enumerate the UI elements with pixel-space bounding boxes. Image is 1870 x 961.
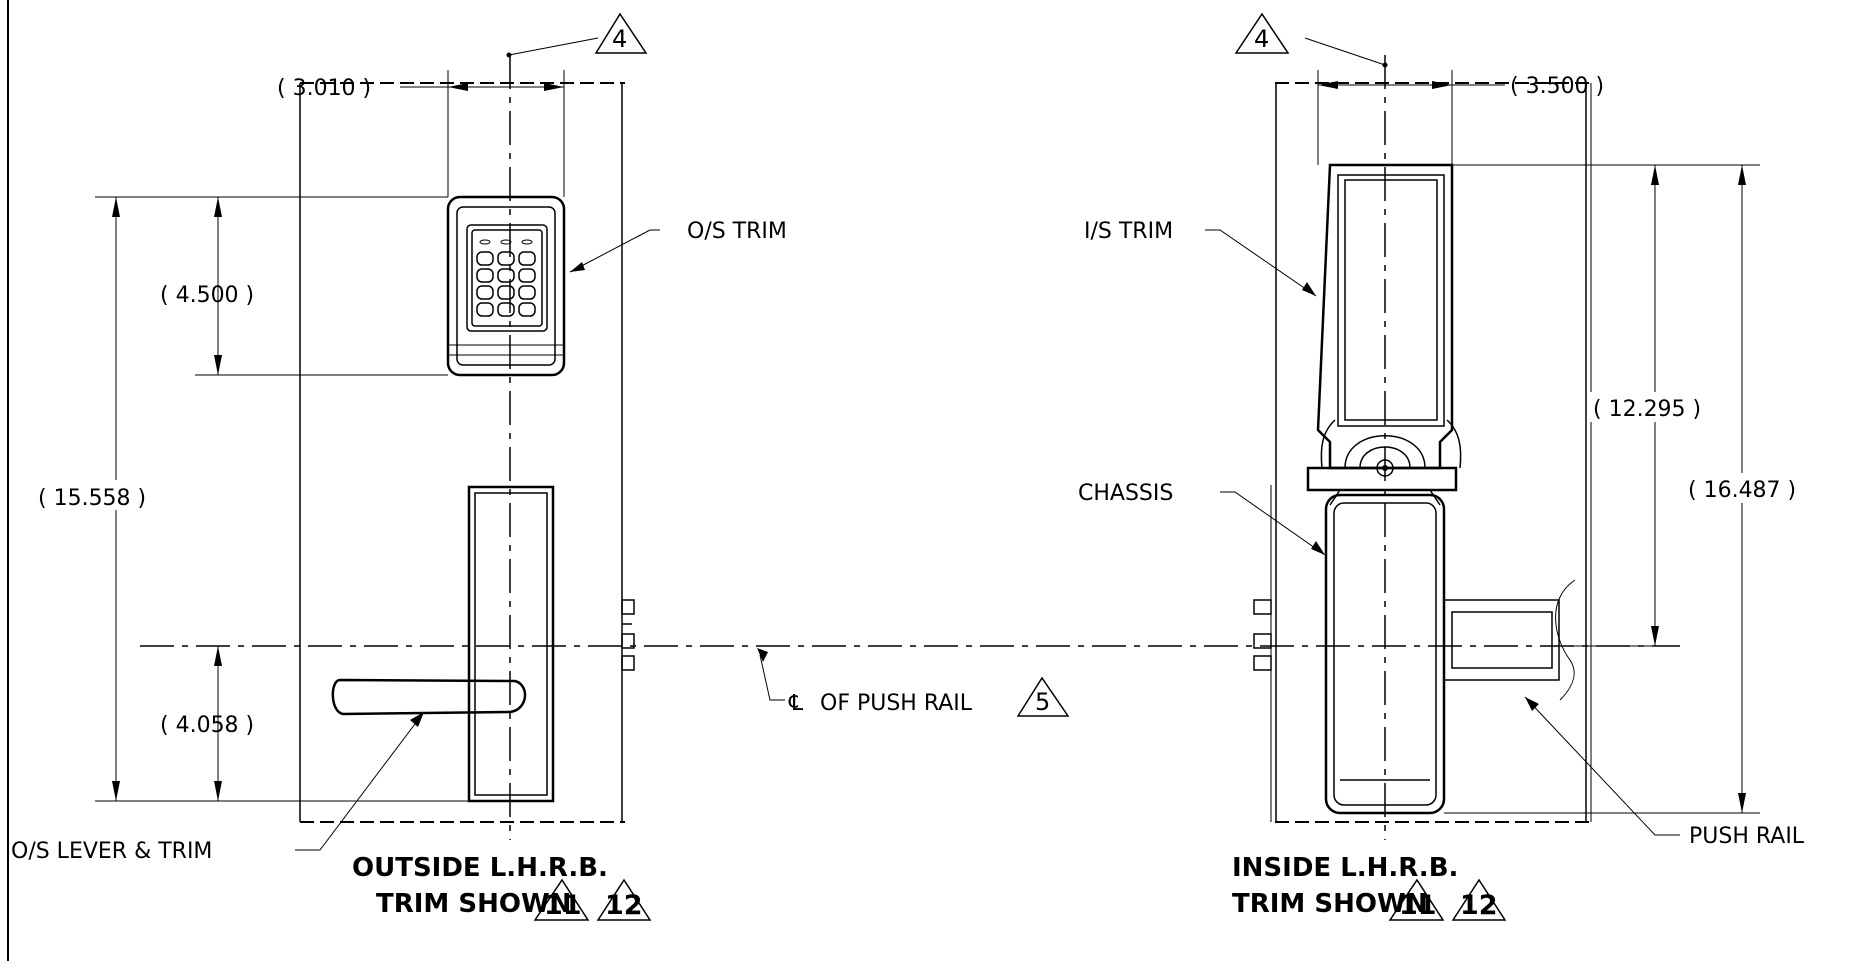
svg-text:CHASSIS: CHASSIS [1078, 481, 1173, 506]
outside-latch [621, 599, 635, 671]
inside-width-label: ( 3.500 ) [1510, 74, 1604, 99]
inside-view-title: INSIDE L.H.R.B. TRIM SHOWN 11 12 [1232, 853, 1507, 921]
svg-text:I/S TRIM: I/S TRIM [1084, 219, 1173, 244]
svg-text:12: 12 [1460, 890, 1498, 921]
outside-lever-handle [331, 678, 527, 716]
outside-trim-height-label: ( 4.500 ) [160, 283, 254, 308]
push-pad [1324, 493, 1446, 815]
outside-lever-height-dimension: ( 4.058 ) [160, 646, 254, 801]
callout-is-trim: I/S TRIM [1084, 219, 1317, 297]
svg-text:11: 11 [544, 890, 582, 921]
svg-text:12: 12 [605, 890, 643, 921]
inside-overall-dimension: ( 16.487 ) [1444, 165, 1815, 814]
svg-text:11: 11 [1399, 890, 1437, 921]
inside-upper-label: ( 12.295 ) [1593, 397, 1701, 422]
inside-latch [1253, 599, 1272, 671]
svg-text:5: 5 [1035, 688, 1050, 716]
callout-os-trim: O/S TRIM [569, 219, 787, 273]
cl-symbol: ℄ [788, 691, 804, 716]
outside-door-outline [299, 82, 625, 823]
svg-text:O/S LEVER & TRIM: O/S LEVER & TRIM [11, 839, 212, 864]
outside-trim-height-dimension: ( 4.500 ) [160, 196, 448, 376]
outside-view: ( 3.010 ) 4 ( 4.500 ) ( 15.558 ) ( [11, 12, 787, 921]
keypad-trim [446, 195, 566, 377]
outside-title-line2: TRIM SHOWN [376, 889, 571, 919]
inside-door-outline [1270, 82, 1592, 823]
outside-overall-label: ( 15.558 ) [38, 486, 146, 511]
keypad-buttons [476, 239, 536, 317]
svg-text:4: 4 [612, 25, 627, 53]
outside-view-title: OUTSIDE L.H.R.B. TRIM SHOWN 11 12 [352, 853, 652, 921]
push-rail-cl-label: OF PUSH RAIL [820, 691, 973, 716]
revision-flag-right-top: 4 [1234, 12, 1388, 68]
revision-flag-left-top: 4 [506, 12, 648, 58]
outside-width-label: ( 3.010 ) [277, 76, 371, 101]
outside-overall-dimension: ( 15.558 ) [38, 196, 469, 802]
svg-text:4: 4 [1254, 25, 1269, 53]
callout-chassis: CHASSIS [1078, 481, 1326, 556]
chassis-pivot [1306, 435, 1458, 506]
inside-trim [1316, 163, 1462, 470]
svg-text:PUSH RAIL: PUSH RAIL [1689, 824, 1805, 849]
inside-width-dimension: ( 3.500 ) [1317, 70, 1604, 165]
callout-os-lever: O/S LEVER & TRIM [11, 711, 425, 864]
outside-title-line1: OUTSIDE L.H.R.B. [352, 853, 608, 883]
push-rail-centerline: ℄ OF PUSH RAIL 5 [140, 645, 1680, 717]
inside-upper-dimension: ( 12.295 ) [1452, 164, 1760, 647]
outside-lever-trim [467, 485, 555, 803]
inside-overall-label: ( 16.487 ) [1688, 478, 1796, 503]
inside-title-line1: INSIDE L.H.R.B. [1232, 853, 1458, 883]
callout-push-rail: PUSH RAIL [1524, 696, 1805, 849]
svg-text:O/S TRIM: O/S TRIM [687, 219, 787, 244]
inside-view: ( 3.500 ) 4 ( 12.295 ) ( 16.487 ) [1078, 12, 1815, 921]
outside-width-dimension: ( 3.010 ) [277, 70, 565, 197]
outside-lever-height-label: ( 4.058 ) [160, 713, 254, 738]
push-rail [1443, 579, 1576, 701]
